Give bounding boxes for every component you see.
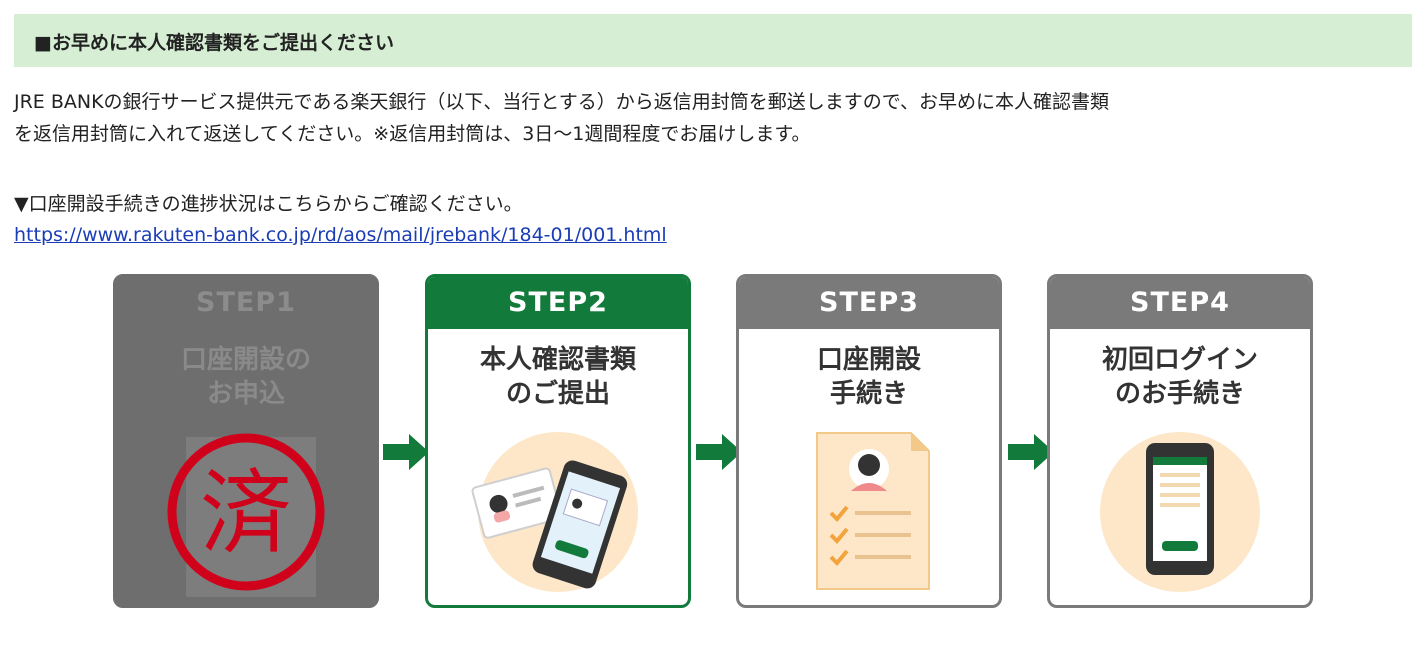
- body-line-1: JRE BANKの銀行サービス提供元である楽天銀行（以下、当行とする）から返信用…: [14, 86, 1109, 118]
- id-document-phone-icon: [428, 417, 688, 607]
- progress-link[interactable]: https://www.rakuten-bank.co.jp/rd/aos/ma…: [14, 224, 667, 246]
- step-1-label: STEP1: [116, 277, 376, 329]
- step-1-title-line-1: 口座開設の: [116, 343, 376, 377]
- step-1-card: STEP1 口座開設の お申込 済: [113, 274, 379, 608]
- step-4-title: 初回ログイン のお手続き: [1050, 343, 1310, 411]
- step-2-title-line-2: のご提出: [428, 377, 688, 411]
- arrow-right-icon: [383, 432, 431, 472]
- stamp-text: 済: [200, 460, 292, 567]
- step-1-title: 口座開設の お申込: [116, 343, 376, 411]
- completed-stamp-icon: 済: [116, 417, 376, 607]
- step-3-title: 口座開設 手続き: [739, 343, 999, 411]
- step-2-card: STEP2 本人確認書類 のご提出: [425, 274, 691, 608]
- notice-banner: ■お早めに本人確認書類をご提出ください: [14, 14, 1412, 67]
- step-1-title-line-2: お申込: [116, 377, 376, 411]
- step-4-card: STEP4 初回ログイン のお手続き: [1047, 274, 1313, 608]
- step-2-label: STEP2: [428, 277, 688, 329]
- progress-note: ▼口座開設手続きの進捗状況はこちらからご確認ください。: [14, 188, 523, 220]
- smartphone-login-icon: [1050, 417, 1310, 607]
- step-3-title-line-2: 手続き: [739, 377, 999, 411]
- step-4-title-line-2: のお手続き: [1050, 377, 1310, 411]
- step-2-title: 本人確認書類 のご提出: [428, 343, 688, 411]
- step-4-title-line-1: 初回ログイン: [1050, 343, 1310, 377]
- step-4-label: STEP4: [1050, 277, 1310, 329]
- body-line-2: を返信用封筒に入れて返送してください。※返信用封筒は、3日〜1週間程度でお届けし…: [14, 118, 811, 150]
- application-form-icon: [739, 417, 999, 607]
- step-3-card: STEP3 口座開設 手続き: [736, 274, 1002, 608]
- banner-title: ■お早めに本人確認書類をご提出ください: [34, 28, 394, 55]
- step-2-title-line-1: 本人確認書類: [428, 343, 688, 377]
- step-3-label: STEP3: [739, 277, 999, 329]
- step-3-title-line-1: 口座開設: [739, 343, 999, 377]
